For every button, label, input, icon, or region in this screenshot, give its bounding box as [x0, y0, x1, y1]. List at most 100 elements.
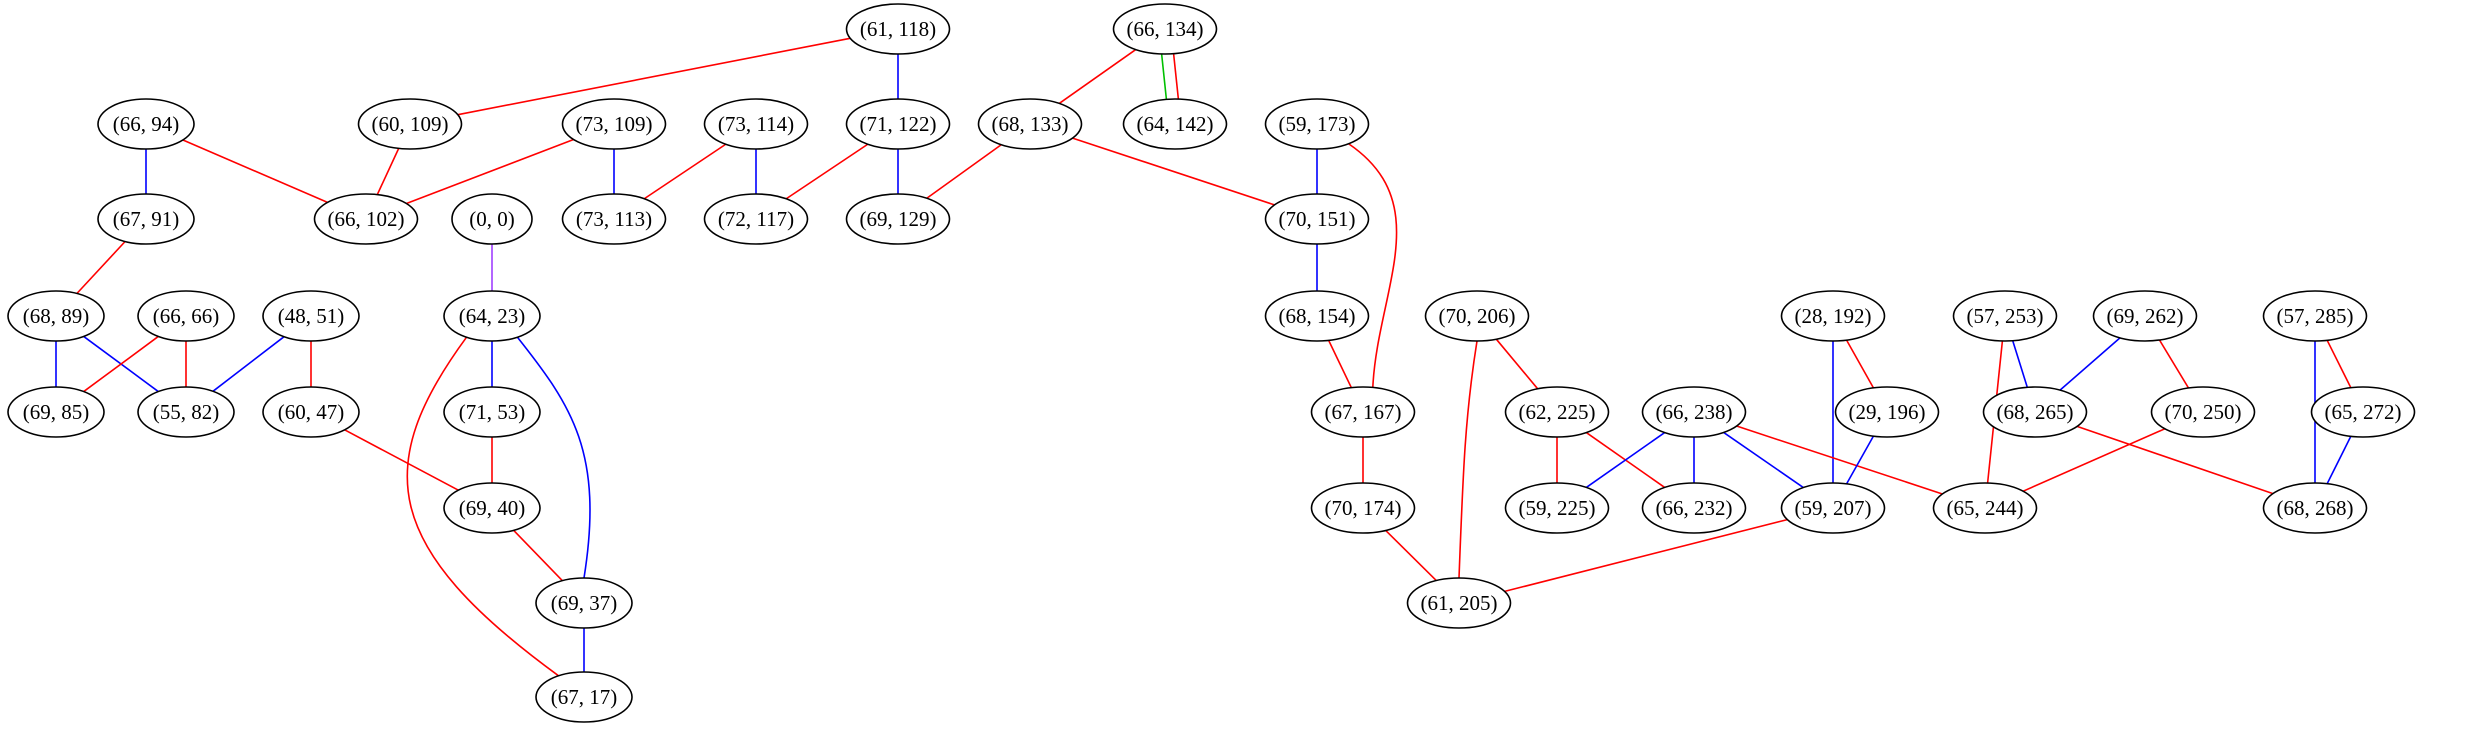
node-label: (68, 89)	[23, 304, 90, 328]
node-ellipse	[357, 98, 463, 150]
node-ellipse	[1406, 577, 1512, 629]
node-ellipse	[262, 386, 360, 438]
graph-edge	[1845, 339, 1875, 389]
graph-node: (70, 151)	[1264, 193, 1370, 245]
node-ellipse	[443, 482, 541, 534]
edges-layer	[55, 37, 2352, 677]
graph-edge	[212, 336, 285, 392]
node-ellipse	[443, 290, 541, 342]
graph-edge	[83, 335, 159, 393]
node-label: (67, 167)	[1325, 400, 1402, 424]
node-ellipse	[845, 98, 951, 150]
graph-edge	[1504, 518, 1788, 593]
node-ellipse	[561, 98, 667, 150]
graph-node: (67, 167)	[1310, 386, 1416, 438]
graph-node: (73, 114)	[703, 98, 809, 150]
graph-edge	[376, 148, 400, 195]
graph-edge	[1160, 53, 1168, 100]
graph-node: (71, 53)	[443, 386, 541, 438]
node-label: (66, 102)	[328, 207, 405, 231]
node-label: (73, 109)	[576, 112, 653, 136]
graph-node: (55, 82)	[137, 386, 235, 438]
graph-node: (57, 285)	[2262, 290, 2368, 342]
graph-edge	[344, 429, 459, 491]
graph-edge	[1058, 48, 1137, 105]
node-label: (65, 244)	[1947, 496, 2024, 520]
node-label: (68, 154)	[1279, 304, 1356, 328]
graph-node: (72, 117)	[703, 193, 809, 245]
graph-node: (60, 109)	[357, 98, 463, 150]
graph-edge	[182, 139, 328, 204]
node-ellipse	[1112, 3, 1218, 55]
node-label: (66, 134)	[1127, 17, 1204, 41]
graph-node: (67, 91)	[97, 193, 195, 245]
graph-node: (59, 225)	[1504, 482, 1610, 534]
graph-edge	[516, 336, 591, 579]
graph-node: (66, 134)	[1112, 3, 1218, 55]
node-label: (29, 196)	[1849, 400, 1926, 424]
graph-edge	[1072, 137, 1275, 206]
node-label: (60, 47)	[278, 400, 345, 424]
graph-node: (73, 109)	[561, 98, 667, 150]
node-label: (65, 272)	[2325, 400, 2402, 424]
graph-node: (69, 40)	[443, 482, 541, 534]
graph-edge	[1458, 340, 1478, 579]
node-label: (60, 109)	[372, 112, 449, 136]
node-label: (68, 133)	[992, 112, 1069, 136]
node-label: (69, 40)	[459, 496, 526, 520]
node-ellipse	[845, 3, 951, 55]
node-label: (0, 0)	[469, 207, 515, 231]
node-ellipse	[451, 193, 533, 245]
graph-edge	[2059, 337, 2121, 391]
node-label: (48, 51)	[278, 304, 345, 328]
graph-node: (68, 89)	[7, 290, 105, 342]
node-label: (66, 94)	[113, 112, 180, 136]
node-label: (71, 122)	[860, 112, 937, 136]
graph-edge	[1723, 431, 1804, 489]
node-ellipse	[443, 386, 541, 438]
node-ellipse	[1932, 482, 2038, 534]
node-ellipse	[535, 671, 633, 723]
graph-node: (57, 253)	[1952, 290, 2058, 342]
graph-edge	[1385, 529, 1437, 582]
graph-edge	[2022, 428, 2166, 492]
graph-node: (66, 94)	[97, 98, 195, 150]
node-ellipse	[1780, 290, 1886, 342]
graph-node: (67, 17)	[535, 671, 633, 723]
graph-edge	[926, 144, 1002, 199]
node-label: (68, 268)	[2277, 496, 2354, 520]
graph-edge	[1172, 53, 1180, 100]
node-label: (73, 114)	[718, 112, 794, 136]
graph-node: (73, 113)	[561, 193, 667, 245]
graph-edge	[643, 143, 727, 200]
node-ellipse	[1504, 482, 1610, 534]
node-ellipse	[1641, 482, 1747, 534]
node-label: (70, 250)	[2165, 400, 2242, 424]
graph-edge	[2326, 339, 2352, 389]
graph-node: (64, 142)	[1122, 98, 1228, 150]
node-label: (66, 232)	[1656, 496, 1733, 520]
node-ellipse	[137, 290, 235, 342]
graph-node: (68, 265)	[1982, 386, 2088, 438]
node-label: (57, 253)	[1967, 304, 2044, 328]
graph-node: (70, 174)	[1310, 482, 1416, 534]
node-ellipse	[703, 98, 809, 150]
node-ellipse	[1504, 386, 1610, 438]
node-label: (68, 265)	[1997, 400, 2074, 424]
graph-node: (66, 238)	[1641, 386, 1747, 438]
graph-edge	[1585, 431, 1666, 489]
graph-node: (0, 0)	[451, 193, 533, 245]
graph-node: (66, 102)	[313, 193, 419, 245]
node-ellipse	[1641, 386, 1747, 438]
graph-edge	[406, 336, 560, 677]
graph-edge	[406, 138, 574, 205]
graph-node: (28, 192)	[1780, 290, 1886, 342]
node-label: (64, 23)	[459, 304, 526, 328]
node-ellipse	[1264, 290, 1370, 342]
node-ellipse	[1952, 290, 2058, 342]
graph-edge	[1327, 340, 1353, 388]
node-label: (59, 207)	[1795, 496, 1872, 520]
node-label: (28, 192)	[1795, 304, 1872, 328]
graph-node: (59, 207)	[1780, 482, 1886, 534]
node-label: (69, 85)	[23, 400, 90, 424]
